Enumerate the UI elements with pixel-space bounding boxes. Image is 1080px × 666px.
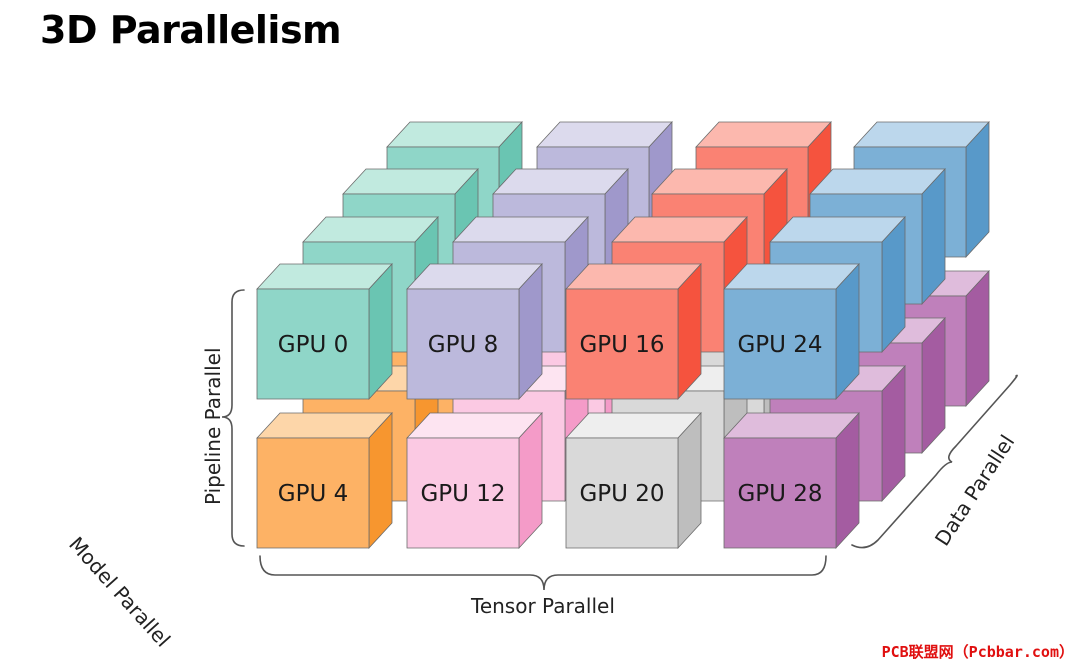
cube-top-face: [695, 121, 832, 148]
page-title: 3D Parallelism: [40, 8, 342, 52]
cube-top-face: [809, 168, 946, 195]
cube-top-face: [302, 216, 439, 243]
gpu-cube: GPU 0: [256, 262, 393, 401]
gpu-cube: GPU 8: [406, 262, 543, 401]
cube-front-face: [256, 437, 370, 549]
gpu-label: GPU 4: [278, 481, 348, 507]
cube-top-face: [853, 121, 990, 148]
gpu-label: GPU 28: [737, 481, 822, 507]
gpu-cube: GPU 28: [723, 411, 860, 550]
cube-top-face: [565, 412, 702, 439]
tensor-brace: [259, 555, 827, 591]
cube-top-face: [651, 168, 788, 195]
gpu-label: GPU 16: [579, 332, 664, 358]
cube-front-face: [406, 437, 520, 549]
cube-top-face: [565, 263, 702, 290]
cube-top-face: [611, 216, 748, 243]
cube-top-face: [256, 412, 393, 439]
cube-top-face: [386, 121, 523, 148]
cube-top-face: [452, 216, 589, 243]
cube-top-face: [492, 168, 629, 195]
cube-front-face: [565, 437, 679, 549]
cube-front-face: [565, 288, 679, 400]
cube-top-face: [256, 263, 393, 290]
cube-top-face: [723, 412, 860, 439]
data-brace: [851, 374, 1018, 549]
gpu-cube: GPU 12: [406, 411, 543, 550]
cube-front-face: [723, 437, 837, 549]
cube-front-face: [256, 288, 370, 400]
gpu-label: GPU 24: [737, 332, 822, 358]
cube-top-face: [406, 412, 543, 439]
pipeline-parallel-label: Pipeline Parallel: [201, 347, 225, 506]
cube-top-face: [723, 263, 860, 290]
gpu-label: GPU 0: [278, 332, 348, 358]
cube-top-face: [406, 263, 543, 290]
axis-braces: [221, 289, 1018, 591]
gpu-cube-grid: GPU 28 GPU 20 GPU 12 GPU 4 GPU 24 GPU 16 GPU 8…: [256, 120, 990, 550]
cube-top-face: [342, 168, 479, 195]
gpu-label: GPU 20: [579, 481, 664, 507]
gpu-cube: GPU 24: [723, 262, 860, 401]
gpu-cube: GPU 4: [256, 411, 393, 550]
tensor-parallel-label: Tensor Parallel: [471, 594, 615, 618]
cube-front-face: [723, 288, 837, 400]
gpu-label: GPU 12: [420, 481, 505, 507]
cube-front-face: [406, 288, 520, 400]
pipeline-brace: [221, 289, 245, 547]
cube-top-face: [769, 216, 906, 243]
cube-top-face: [536, 121, 673, 148]
gpu-cube: GPU 20: [565, 411, 702, 550]
watermark: PCB联盟网（Pcbbar.com）: [881, 643, 1074, 661]
gpu-label: GPU 8: [428, 332, 498, 358]
gpu-cube: GPU 16: [565, 262, 702, 401]
